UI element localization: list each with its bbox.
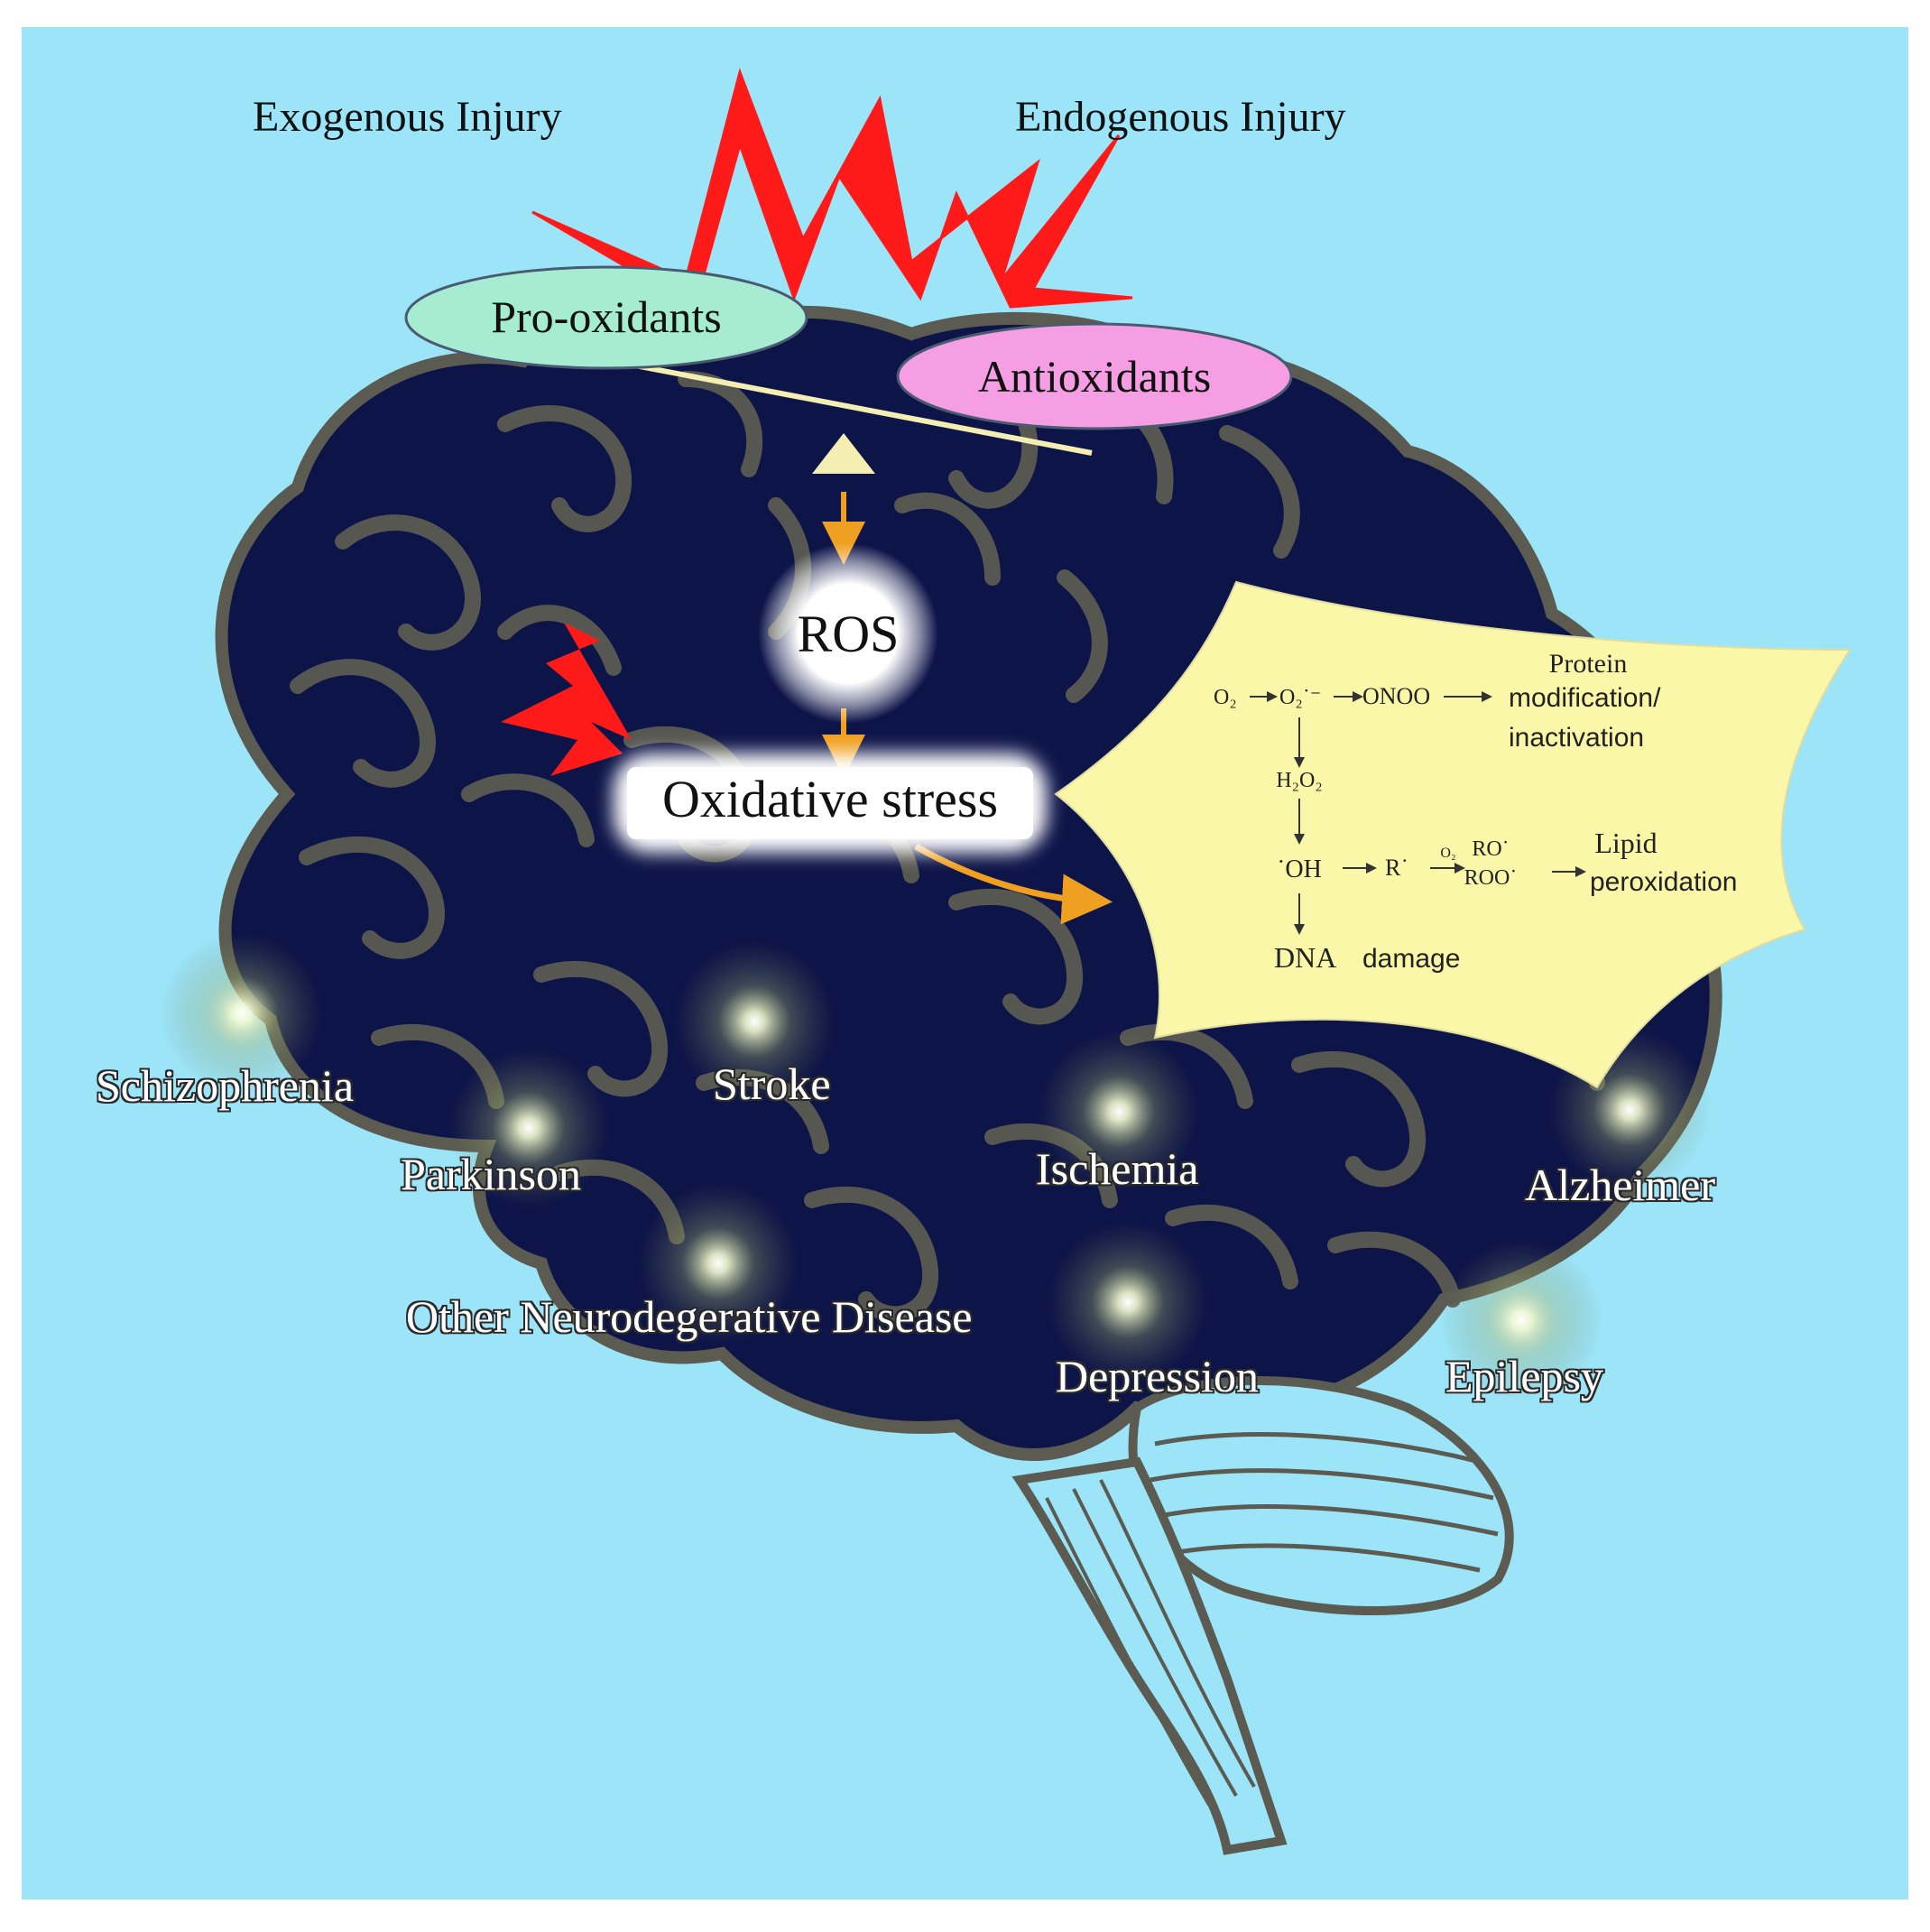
- disease-glows: [161, 932, 1711, 1401]
- cerebellum-lines: [1150, 1432, 1499, 1573]
- protein-tail-1-text: modification/: [1509, 683, 1661, 713]
- brainstem-lines: [1045, 1479, 1256, 1807]
- oxidative-stress-label: Oxidative stress: [662, 770, 998, 828]
- stroke-label: Stroke: [713, 1058, 831, 1109]
- oh-radical-text: ˙OH: [1277, 855, 1322, 883]
- epilepsy-label: Epilepsy: [1445, 1351, 1603, 1401]
- protein-tail-2-text: inactivation: [1509, 723, 1644, 753]
- onoo-text: ONOO: [1362, 683, 1430, 709]
- pro-oxidants-label: Pro-oxidants: [491, 291, 722, 342]
- small-lightning-icon: [501, 623, 632, 776]
- roo-radical-text: ROO˙: [1464, 866, 1518, 890]
- balance-fulcrum-icon: [812, 433, 875, 474]
- h2o2-text: H₂O₂: [1276, 769, 1322, 792]
- superoxide-text: O₂˙⁻: [1279, 686, 1321, 709]
- ro-radical-text: RO˙: [1472, 837, 1509, 861]
- alzheimer-label: Alzheimer: [1525, 1160, 1715, 1210]
- lipid-tail-text: peroxidation: [1590, 867, 1737, 897]
- stress-to-mechanism-arrow: [914, 843, 1113, 925]
- dna-head-text: DNA: [1274, 941, 1336, 974]
- brainstem: [1011, 1456, 1288, 1855]
- ischemia-label: Ischemia: [1036, 1143, 1198, 1194]
- injury-lightning-icon: [531, 68, 1133, 310]
- antioxidants-bubble: [896, 322, 1293, 430]
- ros-glow: [758, 543, 938, 724]
- ros-label: ROS: [798, 605, 900, 663]
- disease-labels: Schizophrenia Stroke Parkinson Ischemia …: [96, 1058, 1715, 1401]
- protein-head-text: Protein: [1549, 649, 1628, 679]
- oxidative-stress-box: [627, 767, 1033, 839]
- antioxidants-label: Antioxidants: [978, 351, 1211, 402]
- mechanism-scheme: O₂ O₂˙⁻ ONOO Protein modification/ inact…: [1214, 649, 1737, 974]
- depression-label: Depression: [1056, 1351, 1259, 1401]
- other-neuro-label: Other Neurodegerative Disease: [406, 1291, 973, 1342]
- o2-small-text: O₂: [1440, 846, 1455, 861]
- r-radical-text: R˙: [1385, 855, 1408, 881]
- exogenous-injury-label: Exogenous Injury: [253, 93, 562, 141]
- o2-text: O₂: [1214, 686, 1237, 709]
- schizophrenia-label: Schizophrenia: [96, 1060, 354, 1111]
- parkinson-label: Parkinson: [401, 1149, 581, 1199]
- lipid-head-text: Lipid: [1594, 827, 1657, 859]
- balance-beam: [620, 360, 1093, 456]
- dna-tail-text: damage: [1362, 944, 1460, 974]
- mechanism-star: [1054, 580, 1852, 1089]
- pro-oxidants-bubble: [404, 265, 808, 370]
- endogenous-injury-label: Endogenous Injury: [1015, 93, 1346, 141]
